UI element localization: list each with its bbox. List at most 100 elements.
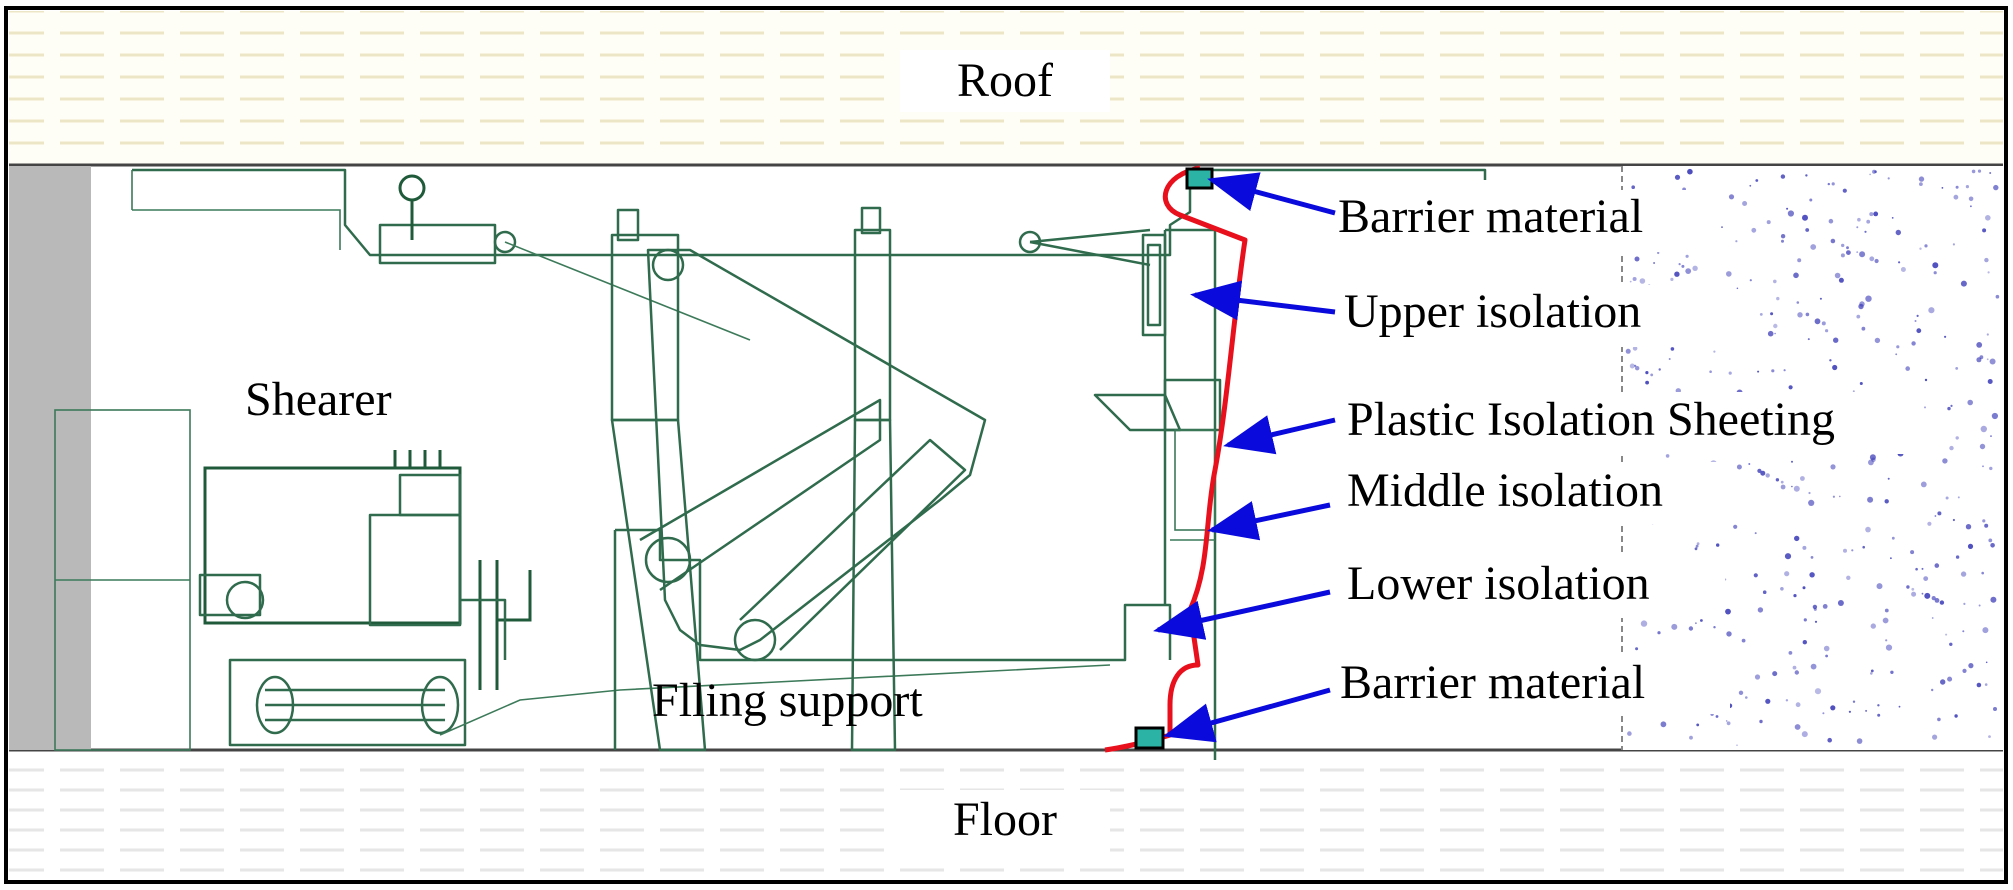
fill-dot [1921, 592, 1924, 595]
fill-dot [1658, 368, 1661, 371]
fill-dot [1864, 230, 1867, 233]
fill-dot [1865, 295, 1872, 302]
fill-dot [1805, 174, 1808, 177]
fill-dot [1751, 227, 1757, 233]
fill-dot [1785, 699, 1789, 702]
fill-dot [1949, 642, 1953, 646]
fill-dot [1905, 366, 1910, 371]
fill-dot [1984, 683, 1988, 686]
fill-dot [1924, 406, 1926, 409]
fill-dot [1780, 480, 1784, 484]
fill-dot [1962, 630, 1965, 633]
fill-dot [1814, 318, 1821, 325]
fill-dot [1916, 314, 1919, 317]
fill-dot [1803, 618, 1807, 622]
fill-dot [1989, 466, 1993, 471]
fill-dot [1869, 212, 1874, 217]
fill-dot [1856, 226, 1859, 229]
fill-dot [1980, 425, 1988, 433]
fill-dot [1805, 312, 1810, 317]
fill-dot [1696, 723, 1700, 727]
fill-dot [1932, 262, 1939, 269]
fill-dot [1838, 277, 1844, 283]
fill-dot [1788, 385, 1793, 390]
fill-dot [1870, 623, 1877, 629]
fill-dot [1932, 734, 1938, 740]
fill-dot [1800, 476, 1805, 481]
fill-dot [1937, 717, 1941, 722]
fill-dot [1911, 587, 1915, 591]
fill-dot [1976, 342, 1983, 348]
fill-dot [1865, 526, 1871, 533]
fill-dot [1809, 198, 1813, 202]
fill-dot [1687, 168, 1693, 175]
fill-dot [1934, 515, 1937, 517]
fill-dot [1950, 404, 1953, 407]
fill-dot [1885, 639, 1888, 642]
fill-dot [1728, 194, 1735, 200]
fill-dot [1771, 369, 1775, 373]
fill-dot [1910, 550, 1915, 555]
right-labels-box [1325, 190, 1720, 252]
fill-dot [1810, 663, 1817, 670]
fill-dot [1726, 271, 1732, 277]
fill-dot [1866, 219, 1871, 224]
fill-dot [1887, 177, 1890, 180]
fill-dot [1794, 724, 1801, 730]
fill-dot [1955, 436, 1959, 440]
fill-dot [1645, 380, 1649, 385]
fill-dot [1741, 638, 1746, 643]
fill-dot [1890, 670, 1894, 674]
fill-dot [1859, 301, 1865, 307]
barrier-material-top [1185, 167, 1214, 190]
fill-dot [1726, 721, 1731, 726]
fill-dot [1773, 279, 1777, 284]
fill-dot [1738, 690, 1744, 695]
fill-dot [1780, 587, 1784, 591]
fill-dot [1822, 604, 1828, 609]
fill-dot [1725, 608, 1731, 615]
arrow-barrier-top [1207, 172, 1336, 216]
fill-dot [1629, 280, 1632, 283]
fill-dot [1923, 576, 1929, 581]
fill-dot [1802, 214, 1808, 221]
fill-dot [1915, 567, 1918, 571]
fill-dot [1968, 663, 1974, 669]
fill-dot [1890, 557, 1892, 560]
fill-dot [1931, 617, 1934, 619]
fill-dot [1819, 297, 1822, 300]
fill-dot [1896, 345, 1900, 349]
right-labels-box-4 [1335, 462, 1735, 524]
fill-dot [1801, 731, 1808, 738]
fill-dot [1805, 228, 1810, 232]
fill-dot [1991, 412, 1998, 420]
fill-dot [1825, 654, 1828, 658]
fill-dot [1987, 379, 1993, 384]
fill-dot [1852, 700, 1856, 703]
fill-dot [1842, 188, 1847, 193]
fill-dot [1989, 358, 1996, 365]
fill-dot [1882, 617, 1889, 624]
callout-arrows [1153, 172, 1336, 743]
fill-dot [1976, 682, 1982, 688]
fill-dot [1754, 674, 1761, 680]
fill-dot [1898, 705, 1901, 708]
fill-dot [1807, 338, 1810, 341]
fill-dot [1753, 573, 1758, 578]
fill-dot [1869, 256, 1875, 262]
fill-dot [1840, 253, 1845, 258]
fill-dot [1952, 243, 1955, 246]
fill-dot [1776, 296, 1780, 301]
fill-dot [1760, 470, 1766, 476]
fill-dot [1843, 548, 1847, 553]
fill-dot [1962, 668, 1967, 674]
fill-dot [1629, 363, 1635, 369]
fill-dot [1984, 257, 1989, 263]
fill-dot [1916, 328, 1922, 334]
fill-dot [1821, 321, 1826, 326]
fill-dot [1634, 364, 1637, 367]
fill-dot [1856, 251, 1859, 254]
fill-dot [1967, 399, 1973, 406]
arrow-upper-isolation [1190, 280, 1336, 321]
fill-dot [1921, 567, 1924, 570]
